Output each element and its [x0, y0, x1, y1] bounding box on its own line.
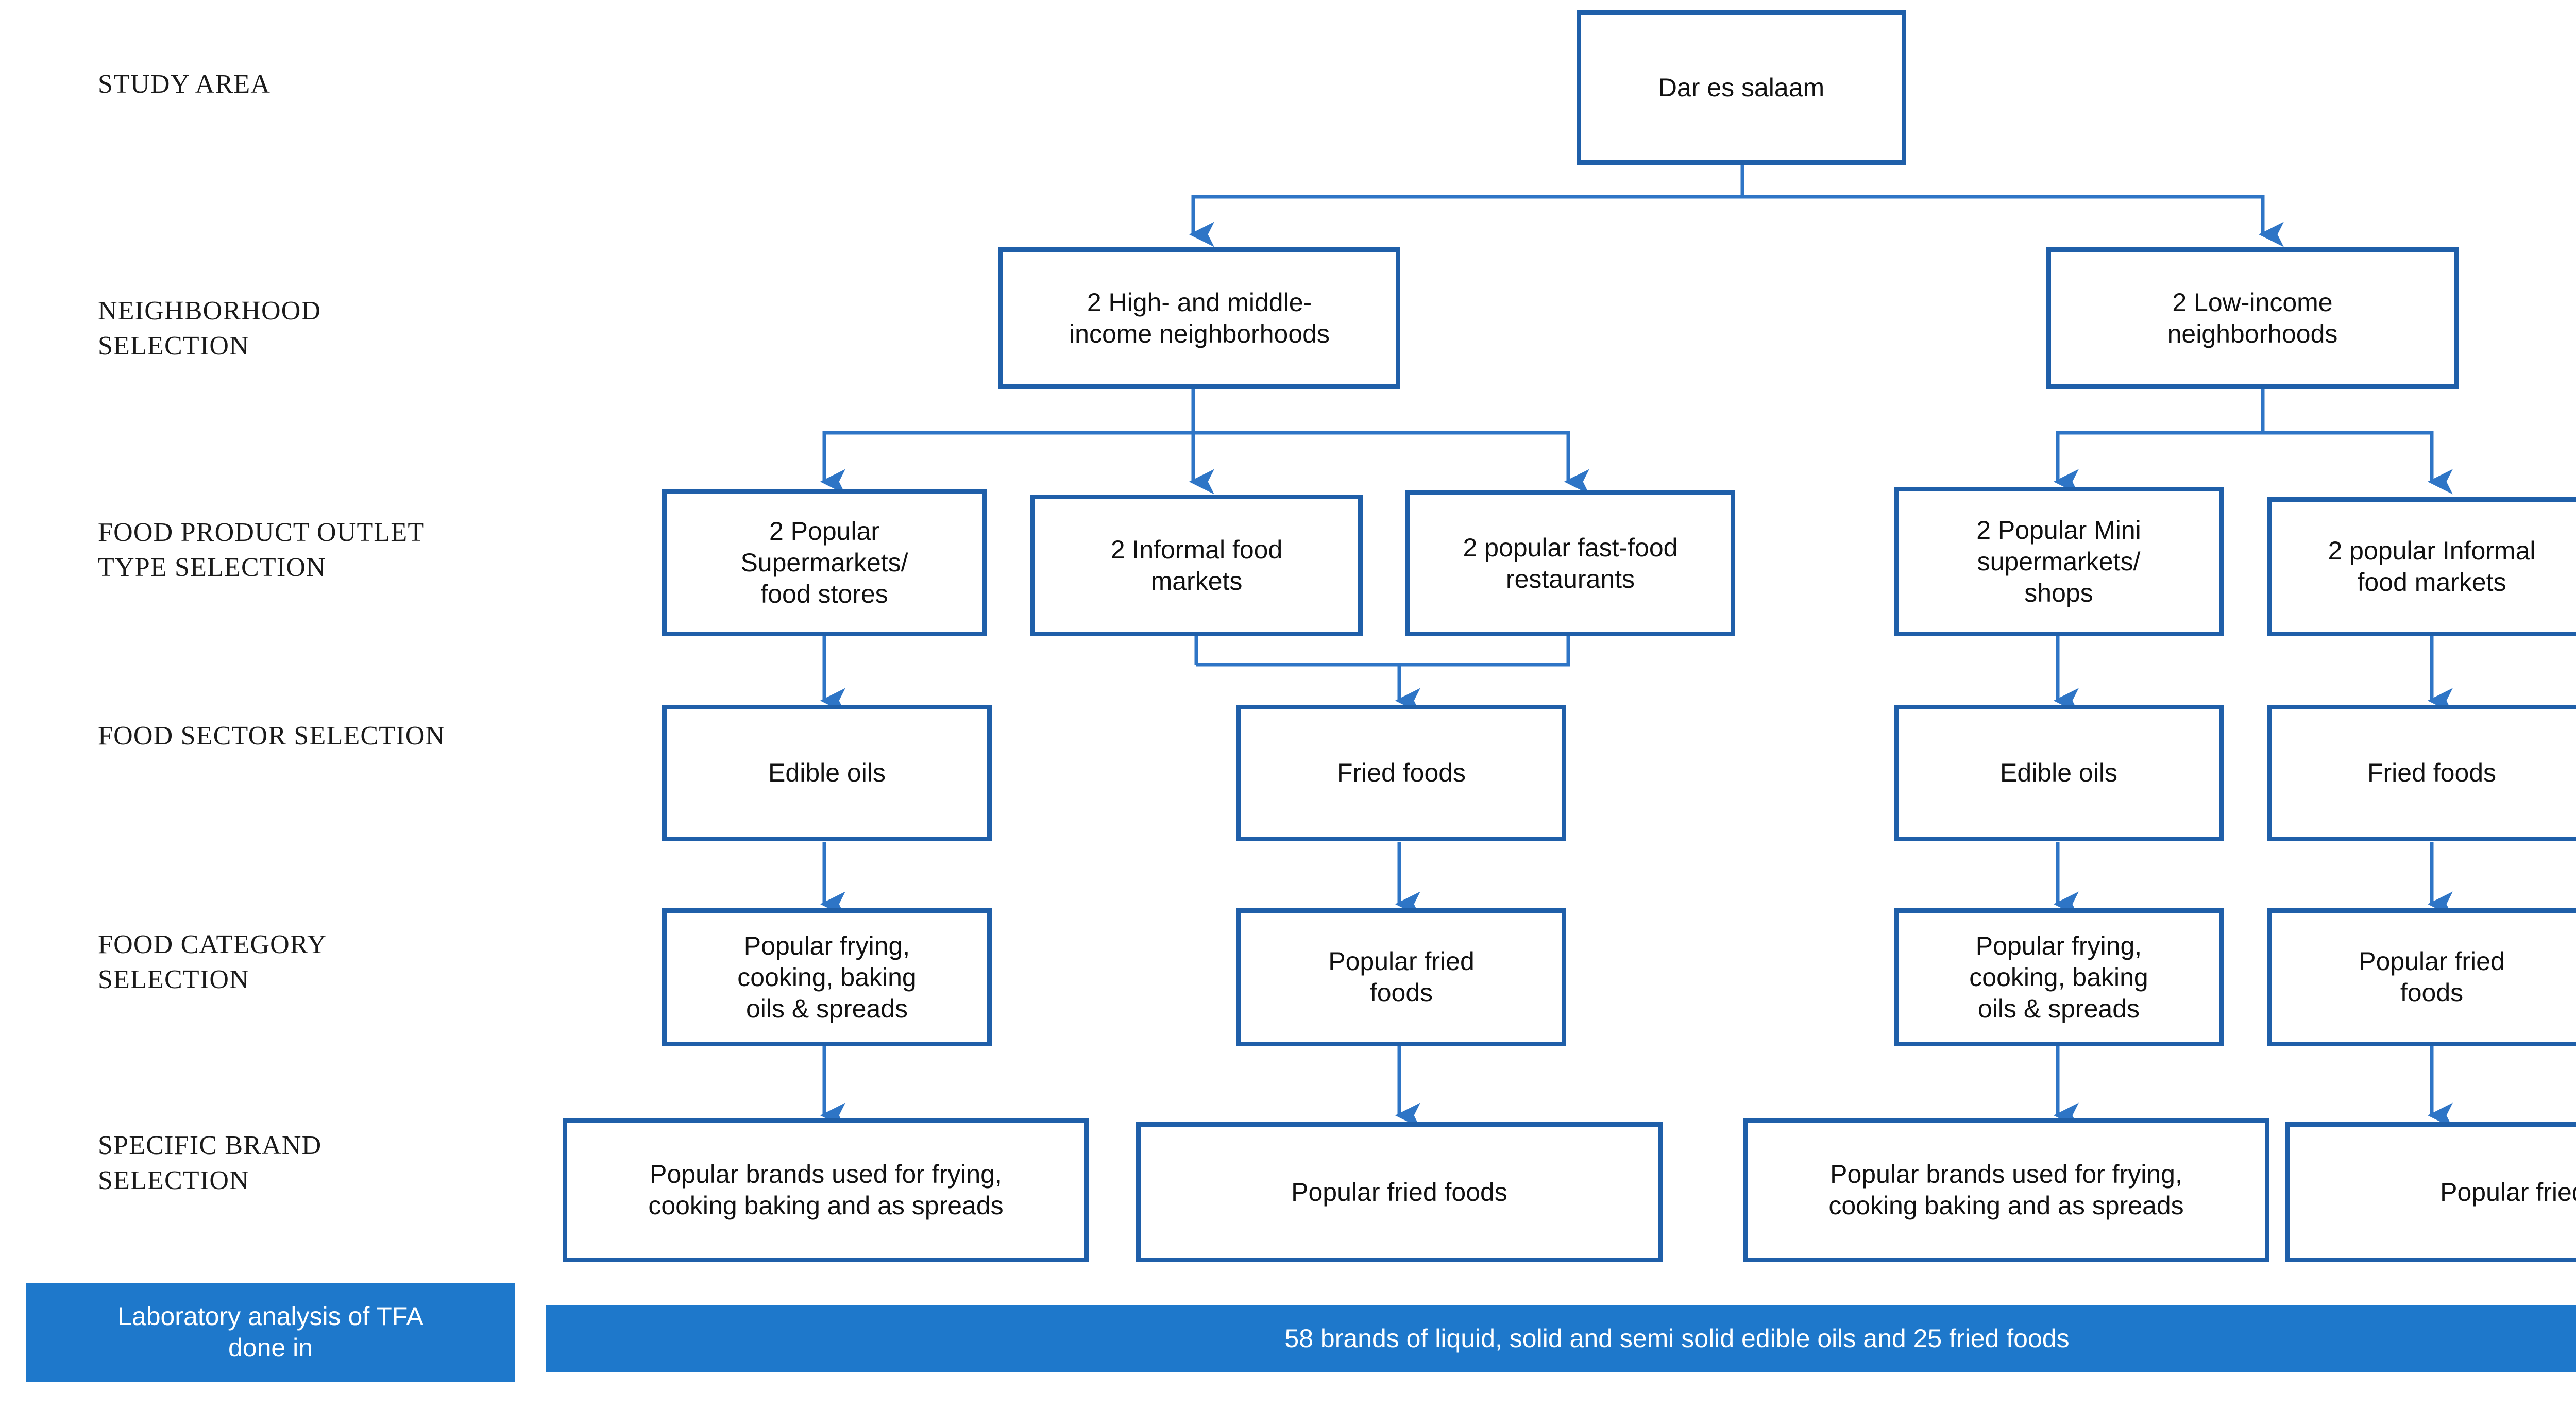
node-fried-foods-cat-left[interactable]: Popular fried foods: [1236, 908, 1566, 1046]
node-mini-supermarkets-label: 2 Popular Mini supermarkets/ shops: [1976, 515, 2141, 607]
node-informal-food-markets-hm[interactable]: 2 Informal food markets: [1030, 495, 1363, 636]
laboratory-analysis-band-label: 58 brands of liquid, solid and semi soli…: [1284, 1323, 2070, 1353]
node-mini-supermarkets[interactable]: 2 Popular Mini supermarkets/ shops: [1894, 487, 2224, 636]
node-low-income[interactable]: 2 Low-income neighborhoods: [2046, 247, 2459, 389]
node-fried-foods-cat-left-label: Popular fried foods: [1328, 947, 1475, 1007]
laboratory-analysis-label: Laboratory analysis of TFA done in: [117, 1302, 423, 1362]
edge-li-to-mini-supermarkets: [2053, 389, 2265, 495]
node-edible-oils-left[interactable]: Edible oils: [662, 705, 992, 841]
node-edible-oils-right-label: Edible oils: [2000, 758, 2117, 787]
node-fried-foods-cat-right[interactable]: Popular fried foods: [2267, 908, 2576, 1046]
node-low-income-label: 2 Low-income neighborhoods: [2167, 287, 2338, 348]
stage-label-food-sector-selection: FOOD SECTOR SELECTION: [98, 721, 446, 751]
node-frying-oils-left-label: Popular frying, cooking, baking oils & s…: [737, 931, 917, 1023]
node-frying-oils-right[interactable]: Popular frying, cooking, baking oils & s…: [1894, 908, 2224, 1046]
edge-informal-merge-to-fried-foods: [1196, 663, 1420, 714]
node-study-area[interactable]: Dar es salaam: [1577, 10, 1906, 165]
node-fast-food-restaurants-label: 2 popular fast-food restaurants: [1463, 533, 1678, 593]
node-fried-foods-brand-right-label: Popular fried foods: [2440, 1177, 2576, 1207]
merge-stub-group: [1194, 636, 1570, 667]
edge-li-to-informal-markets: [2261, 389, 2453, 495]
node-fried-foods-brand-left[interactable]: Popular fried foods: [1136, 1122, 1663, 1262]
node-high-middle-income[interactable]: 2 High- and middle- income neighborhoods: [998, 247, 1400, 389]
node-brands-left-label: Popular brands used for frying, cooking …: [648, 1160, 1004, 1220]
node-fast-food-restaurants[interactable]: 2 popular fast-food restaurants: [1405, 490, 1735, 636]
node-informal-food-markets-hm-label: 2 Informal food markets: [1110, 535, 1283, 596]
edge-study-to-high-middle: [1189, 162, 1744, 247]
stage-label-food-product-outlet-type-selection: FOOD PRODUCT OUTLET TYPE SELECTION: [98, 518, 425, 582]
node-fried-foods-left-label: Fried foods: [1336, 758, 1466, 787]
stage-label-neighborhood-selection: NEIGHBORHOOD SELECTION: [98, 296, 321, 361]
node-informal-food-markets-li[interactable]: 2 popular Informal food markets: [2267, 497, 2576, 636]
node-edible-oils-right[interactable]: Edible oils: [1894, 705, 2224, 841]
stage-label-study-area: STUDY AREA: [98, 70, 271, 99]
laboratory-analysis-band: 58 brands of liquid, solid and semi soli…: [546, 1305, 2576, 1372]
node-study-area-label: Dar es salaam: [1658, 73, 1825, 102]
node-fried-foods-brand-right[interactable]: Popular fried foods: [2285, 1122, 2576, 1262]
edge-study-to-low-income: [1740, 162, 2284, 247]
node-brands-right[interactable]: Popular brands used for frying, cooking …: [1743, 1118, 2269, 1262]
edge-hm-to-supermarkets: [820, 389, 1195, 495]
node-high-middle-income-label: 2 High- and middle- income neighborhoods: [1069, 287, 1330, 348]
node-brands-right-label: Popular brands used for frying, cooking …: [1828, 1160, 2184, 1220]
stage-label-specific-brand-selection: SPECIFIC BRAND SELECTION: [98, 1131, 322, 1195]
node-edible-oils-left-label: Edible oils: [768, 758, 886, 787]
node-fried-foods-right-label: Fried foods: [2367, 758, 2497, 787]
edge-hm-to-fastfood: [1191, 389, 1589, 495]
node-fried-foods-right[interactable]: Fried foods: [2267, 705, 2576, 841]
node-supermarkets-label: 2 Popular Supermarkets/ food stores: [740, 517, 908, 608]
laboratory-analysis-label-box: Laboratory analysis of TFA done in: [26, 1283, 515, 1382]
node-fried-foods-left[interactable]: Fried foods: [1236, 705, 1566, 841]
node-supermarkets[interactable]: 2 Popular Supermarkets/ food stores: [662, 489, 987, 636]
node-frying-oils-right-label: Popular frying, cooking, baking oils & s…: [1969, 931, 2148, 1023]
node-informal-food-markets-li-label: 2 popular Informal food markets: [2328, 536, 2536, 597]
node-fried-foods-cat-right-label: Popular fried foods: [2359, 947, 2505, 1007]
stage-label-food-category-selection: FOOD CATEGORY SELECTION: [98, 930, 327, 994]
stub-fastfood-down: [1196, 636, 1570, 667]
node-frying-oils-left[interactable]: Popular frying, cooking, baking oils & s…: [662, 908, 992, 1046]
node-fried-foods-brand-left-label: Popular fried foods: [1291, 1177, 1507, 1207]
node-brands-left[interactable]: Popular brands used for frying, cooking …: [563, 1118, 1089, 1262]
